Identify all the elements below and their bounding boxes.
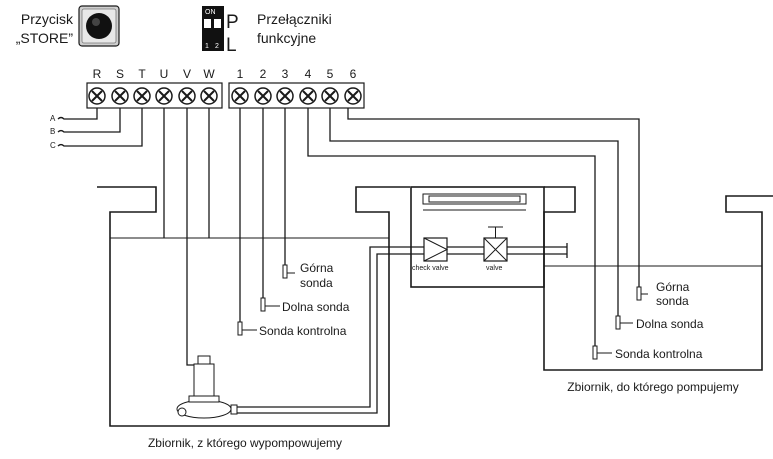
target-lower-probe-icon	[615, 315, 633, 330]
terminal-label-4: 4	[305, 67, 312, 81]
terminal-screw-w	[200, 87, 218, 105]
valve-housing	[410, 186, 545, 288]
target-upper-probe-icon	[636, 286, 648, 301]
source-control-probe-label: Sonda kontrolna	[259, 324, 347, 338]
phase-wires	[57, 108, 143, 147]
terminal-label-1: 1	[237, 67, 244, 81]
dip-on-label: ON	[205, 9, 216, 16]
terminal-label-u: U	[160, 67, 169, 81]
terminal-screw-r	[88, 87, 106, 105]
dip-switch-label-line2: funkcyjne	[257, 30, 316, 46]
store-button-label-line1: Przycisk	[21, 11, 74, 27]
target-upper-probe-label-line1: Górna	[656, 280, 690, 294]
store-button	[78, 5, 120, 47]
sensor-wires	[239, 108, 640, 346]
terminal-label-t: T	[138, 67, 146, 81]
source-tank-caption: Zbiornik, z którego wypompowujemy	[148, 436, 342, 450]
discharge-pipe	[237, 243, 568, 414]
source-upper-probe-icon	[282, 264, 295, 279]
dip-switch-icon: ON 1 2	[202, 6, 224, 51]
terminal-screw-t	[133, 87, 151, 105]
dip-number-1: 1	[205, 43, 209, 50]
terminal-screw-5	[321, 87, 339, 105]
source-upper-probe-label-line2: sonda	[300, 276, 333, 290]
terminal-screw-u	[155, 87, 173, 105]
gate-valve-icon	[483, 226, 508, 262]
terminal-screw-2	[254, 87, 272, 105]
sensor-terminal-block	[228, 82, 365, 109]
target-tank	[543, 186, 773, 371]
pump-cable	[163, 108, 210, 366]
phase-label-a: A	[50, 114, 56, 123]
terminal-label-3: 3	[282, 67, 289, 81]
check-valve-icon	[423, 237, 449, 262]
terminal-screws	[88, 87, 362, 105]
target-lower-probe-label: Dolna sonda	[636, 317, 704, 331]
terminal-label-v: V	[183, 67, 191, 81]
terminal-screw-v	[178, 87, 196, 105]
store-button-label-line2: „STORE”	[16, 30, 74, 46]
phase-label-b: B	[50, 127, 55, 136]
terminal-screw-4	[299, 87, 317, 105]
source-lower-probe-label: Dolna sonda	[282, 300, 350, 314]
source-lower-probe-icon	[260, 297, 280, 312]
source-tank	[97, 186, 410, 427]
terminal-screw-1	[231, 87, 249, 105]
target-control-probe-label: Sonda kontrolna	[615, 347, 703, 361]
power-terminal-block	[86, 82, 223, 109]
terminal-label-r: R	[93, 67, 102, 81]
target-upper-probe-label-line2: sonda	[656, 294, 689, 308]
terminal-label-5: 5	[327, 67, 334, 81]
source-control-probe-icon	[237, 321, 257, 336]
terminal-screw-s	[111, 87, 129, 105]
terminal-screw-6	[344, 87, 362, 105]
phase-label-c: C	[50, 141, 56, 150]
terminal-label-s: S	[116, 67, 124, 81]
target-tank-caption: Zbiornik, do którego pompujemy	[567, 380, 738, 394]
target-control-probe-icon	[592, 345, 612, 360]
dip-number-2: 2	[215, 43, 219, 50]
terminal-label-2: 2	[260, 67, 267, 81]
pump-icon	[176, 355, 238, 419]
dip-letter-p: P	[226, 12, 239, 33]
source-upper-probe-label-line1: Górna	[300, 261, 334, 275]
valve-label: valve	[486, 265, 502, 272]
terminal-screw-3	[276, 87, 294, 105]
dip-letter-l: L	[226, 35, 237, 56]
check-valve-label: check valve	[412, 265, 449, 272]
terminal-label-6: 6	[350, 67, 357, 81]
dip-switch-label-line1: Przełączniki	[257, 11, 332, 27]
terminal-label-w: W	[203, 67, 215, 81]
